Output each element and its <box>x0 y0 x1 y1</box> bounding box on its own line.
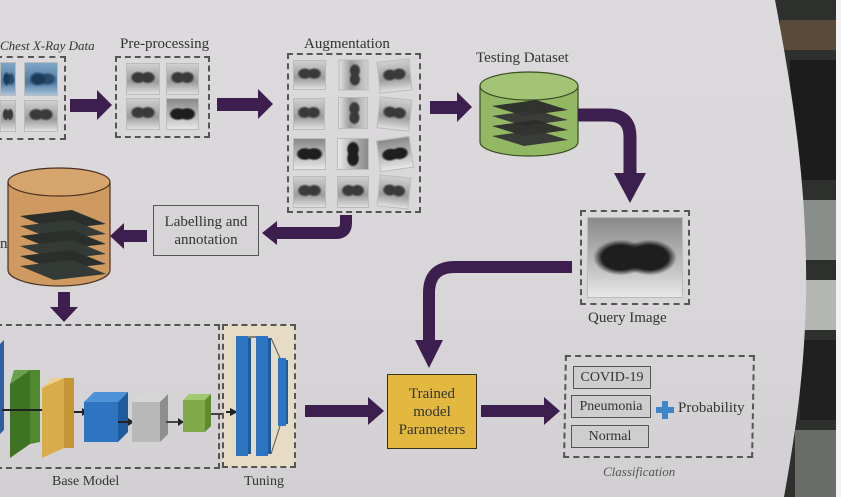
layer-lightgreen-cube <box>183 394 211 432</box>
testing-dataset-label: Testing Dataset <box>476 50 569 66</box>
xray-thumbnail <box>166 98 199 130</box>
classification-label: Classification <box>603 464 676 479</box>
arrow-tuning-to-trained <box>305 397 384 425</box>
arrow-training-to-basemodel <box>50 292 78 322</box>
trained-model-box <box>387 374 477 449</box>
labelling-annotation-text: Labelling and annotation <box>153 205 259 256</box>
base-model-label: Base Model <box>52 474 120 489</box>
xray-thumbnail <box>337 138 369 170</box>
image-stack-icon <box>20 210 106 280</box>
layer-green-block <box>10 370 40 458</box>
class-pneumonia: Pneumonia <box>571 395 651 418</box>
xray-thumbnail <box>293 176 326 208</box>
class-covid19: COVID-19 <box>573 366 651 389</box>
connection-arrow <box>178 418 184 426</box>
trained-line2: model <box>413 403 451 420</box>
dense-layer-3 <box>278 358 288 426</box>
chest-xray-data-label: Chest X-Ray Data <box>0 38 95 53</box>
trained-line3: Parameters <box>398 421 466 438</box>
dense-layer-2 <box>256 336 271 456</box>
xray-thumbnail <box>376 96 413 132</box>
xray-thumbnail <box>126 98 160 130</box>
xray-thumbnail <box>376 174 412 210</box>
xray-thumbnail <box>166 63 199 95</box>
layer-yellow-block <box>42 378 74 458</box>
trained-model-text: Trained model Parameters <box>387 374 477 449</box>
tuning-dense-layers <box>226 336 288 456</box>
xray-thumbnail <box>0 62 16 96</box>
connection-arrow <box>230 408 238 416</box>
arrow-testing-to-query <box>578 108 646 203</box>
layer-blue-cube <box>84 392 128 442</box>
xray-thumbnail <box>0 100 16 132</box>
xray-thumbnail <box>337 176 369 208</box>
xray-thumbnail <box>338 59 369 91</box>
arrow-data-to-preprocessing <box>70 90 112 120</box>
layer-gray-cube <box>132 394 168 442</box>
xray-thumbnail <box>338 97 368 129</box>
xray-thumbnail <box>376 58 413 94</box>
training-dataset-label-fragment: n <box>0 236 8 252</box>
arrow-trained-to-classification <box>481 397 560 425</box>
arrow-augmentation-to-labelling <box>262 215 352 245</box>
xray-thumbnail <box>375 135 415 173</box>
tuning-label: Tuning <box>244 474 284 489</box>
xray-thumbnail <box>24 100 58 132</box>
training-dataset-cylinder <box>7 167 111 287</box>
arrow-preprocessing-to-augmentation <box>217 89 273 119</box>
preprocessing-box <box>115 56 210 138</box>
query-xray-image <box>587 217 683 298</box>
augmentation-box <box>287 53 421 213</box>
arrow-labelling-to-training <box>110 223 147 249</box>
arrow-query-to-trained <box>415 261 572 368</box>
xray-thumbnail <box>293 98 325 130</box>
trained-line1: Trained <box>408 385 456 402</box>
dense-layer-1 <box>236 336 251 456</box>
layer-blue-block <box>0 340 4 434</box>
connection-arrow <box>128 418 134 426</box>
labelling-annotation-box <box>153 205 259 256</box>
chest-xray-data-box <box>0 56 66 140</box>
base-model-box <box>0 324 220 469</box>
augmentation-label: Augmentation <box>304 36 390 52</box>
xray-thumbnail <box>293 138 326 170</box>
query-image-box <box>580 210 690 305</box>
image-stack-icon <box>492 100 568 146</box>
labelling-line2: annotation <box>174 231 238 248</box>
query-image-label: Query Image <box>588 310 667 326</box>
probability-label: Probability <box>678 400 745 416</box>
xray-thumbnail <box>24 62 58 96</box>
preprocessing-label: Pre-processing <box>120 36 210 52</box>
xray-thumbnail <box>126 63 160 95</box>
testing-dataset-cylinder <box>479 71 579 157</box>
arrow-augmentation-to-testing <box>430 92 472 122</box>
base-model-layers <box>0 340 222 458</box>
xray-thumbnail <box>293 60 326 90</box>
class-normal: Normal <box>571 425 649 448</box>
labelling-line1: Labelling and <box>164 213 248 230</box>
plus-icon <box>656 401 674 419</box>
